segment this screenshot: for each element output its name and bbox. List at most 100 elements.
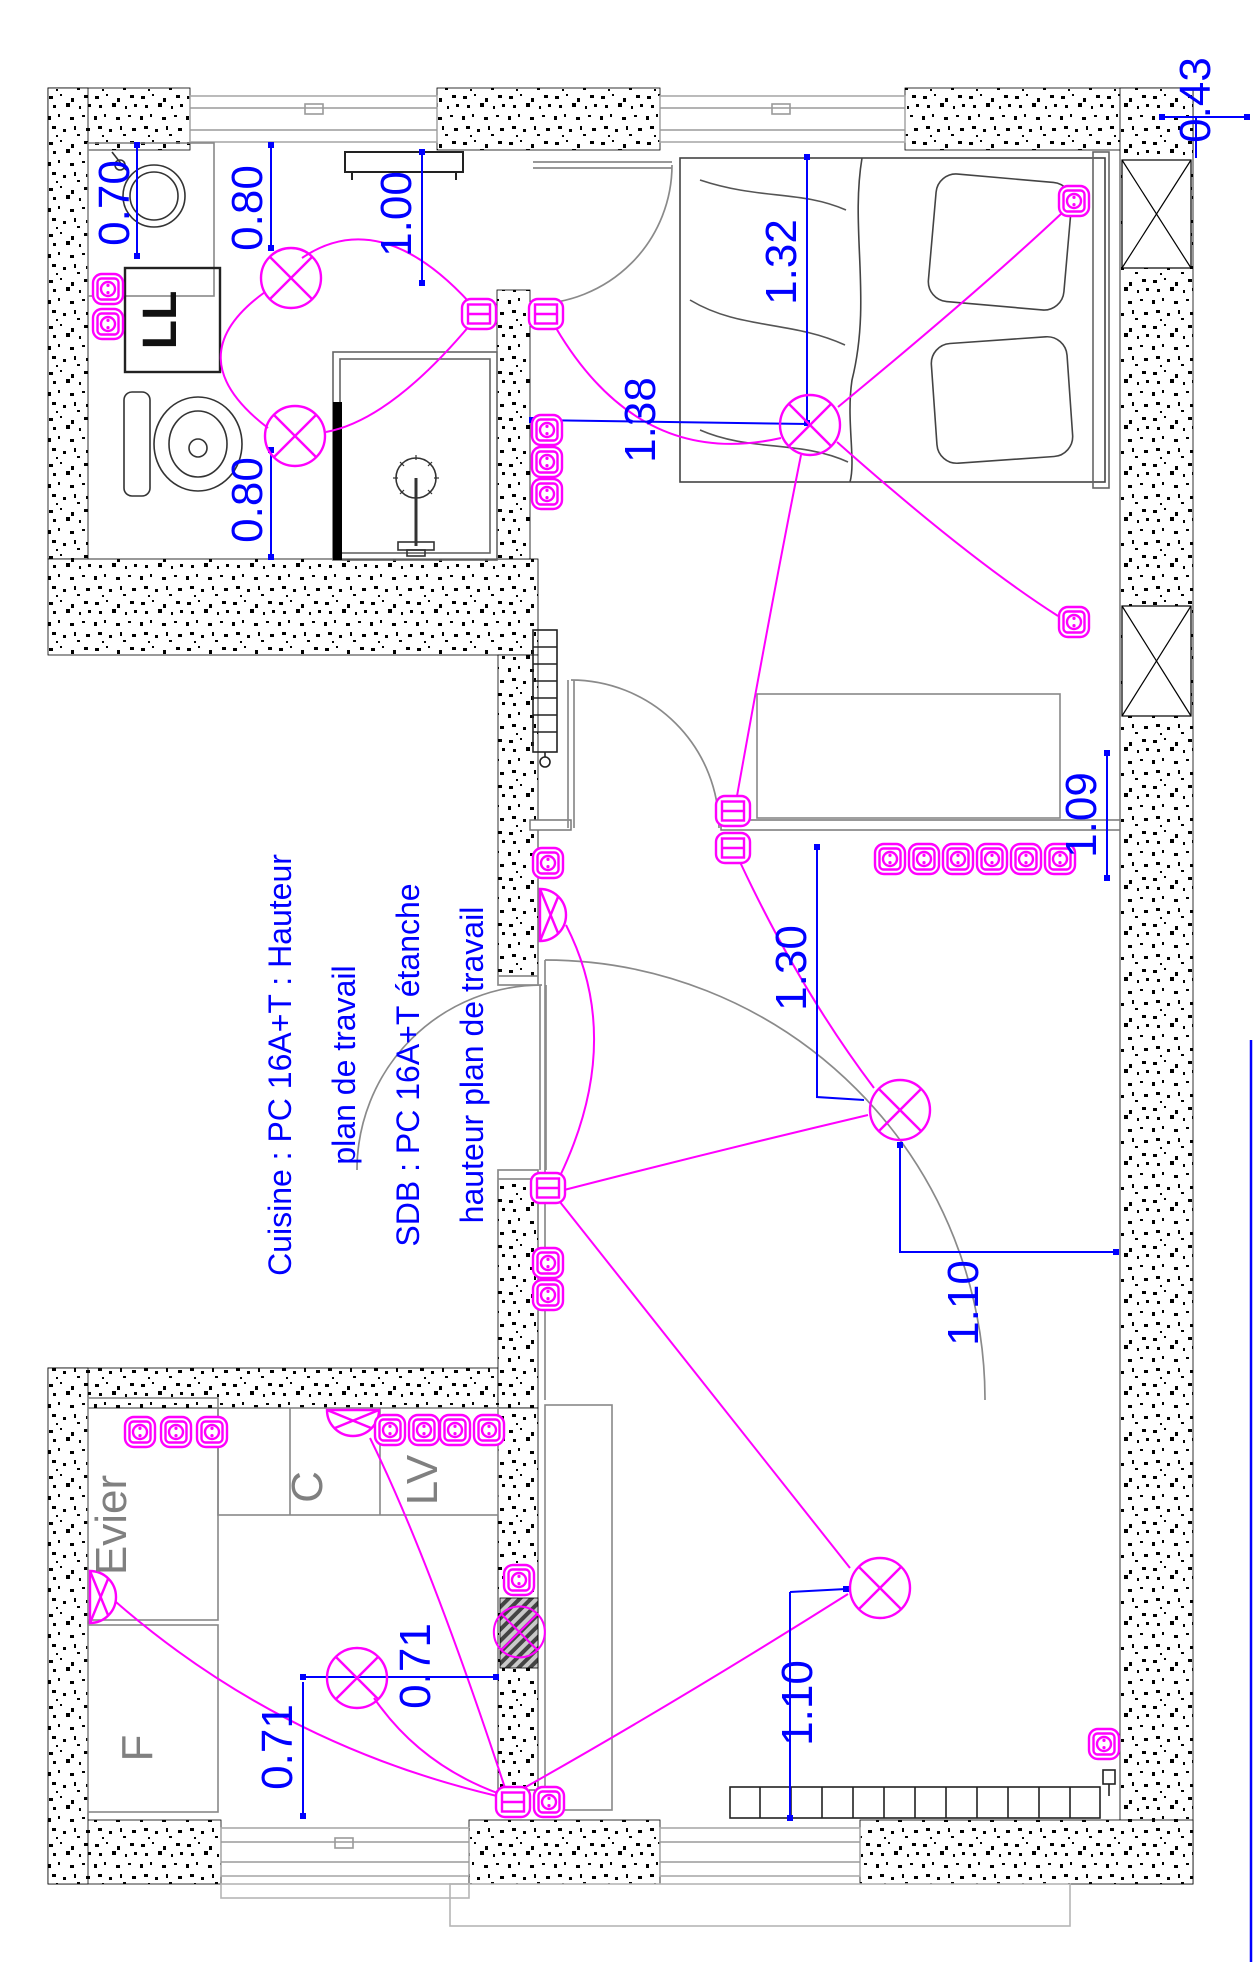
glass-blocks <box>1121 159 1192 717</box>
dim-bathlight-top <box>268 142 274 251</box>
socket-kitchen-3 <box>195 1415 229 1449</box>
wall-bottom-3 <box>859 1819 1194 1885</box>
dim-label-080b: 0.80 <box>223 457 272 543</box>
socket-kitchen-1 <box>123 1415 157 1449</box>
socket-living-row-5 <box>1009 842 1043 876</box>
dim-livlight-to-wall <box>897 1142 1119 1255</box>
annotation-line-3: SDB : PC 16A+T étanche <box>390 883 426 1246</box>
label-washing-machine: LL <box>134 291 187 350</box>
dim-bedroom-wall <box>1104 750 1110 881</box>
label-dishwasher: LV <box>398 1454 447 1505</box>
dim-label-130: 1.30 <box>767 925 816 1011</box>
socket-living-row-4 <box>975 842 1009 876</box>
arc-bathlight1-light2 <box>219 291 269 429</box>
annotation-line-4: hauteur plan de travail <box>454 907 490 1224</box>
door-entrance <box>356 975 547 1180</box>
arc-bedlight-socket-top <box>837 212 1063 408</box>
bathroom-radiator <box>344 151 464 180</box>
socket-bathroom-2 <box>91 307 125 341</box>
socket-kitchen-lv-2 <box>472 1413 506 1447</box>
wall-top-2 <box>436 87 661 151</box>
kitchen-counters <box>87 1397 613 1813</box>
toilet <box>123 391 243 497</box>
ceiling-light-bedroom <box>778 393 842 457</box>
bathroom-vanity <box>87 142 215 297</box>
switch-entrance <box>529 1171 567 1205</box>
arc-bedlight-socket-mid <box>836 441 1059 617</box>
socket-living-row-3 <box>941 842 975 876</box>
socket-kitchen-cooker-2 <box>407 1413 441 1447</box>
socket-living-row-1 <box>873 842 907 876</box>
socket-entrance-2 <box>531 1278 565 1312</box>
socket-kitchen-bottom <box>532 1785 566 1819</box>
dim-label-132: 1.32 <box>757 219 806 305</box>
arc-kitswitch-kitlight <box>373 1697 501 1795</box>
wall-light-kitchen-left <box>88 1569 118 1625</box>
dim-label-110a: 1.10 <box>939 1260 988 1346</box>
dim-label-043: 0.43 <box>1171 57 1220 143</box>
living-radiator <box>729 1769 1116 1819</box>
wall-kitchen-top <box>47 1367 499 1409</box>
annotation-line-1: Cuisine : PC 16A+T : Hauteur <box>262 854 298 1276</box>
annotation-line-2: plan de travail <box>326 965 362 1164</box>
ceiling-light-bathroom-1 <box>259 246 323 310</box>
arc-kitswitch-walllight-left <box>115 1601 498 1797</box>
arc-bedswitch-bedlight <box>555 327 782 445</box>
bed <box>679 151 1110 489</box>
dim-bathlight-bottom <box>268 447 274 560</box>
wall-light-hall <box>538 887 568 943</box>
arc-entswitch-livlight1 <box>563 1114 869 1191</box>
arc-bathswitch-light2 <box>325 324 471 433</box>
dim-label-080a: 0.80 <box>223 165 272 251</box>
wall-light-kitchen-top <box>325 1408 381 1438</box>
circuit-arcs <box>115 212 1063 1797</box>
windows <box>189 95 1071 1927</box>
wall-left-bathroom <box>47 87 89 560</box>
arc-divswitch-bedlight <box>736 454 802 797</box>
window-sill <box>220 1883 470 1899</box>
dim-label-138: 1.38 <box>616 377 665 463</box>
dim-glass-offset <box>1159 114 1250 158</box>
socket-bedroom-spine-3 <box>530 477 564 511</box>
wall-spine-1 <box>496 289 531 560</box>
glass-block-top <box>1121 159 1192 269</box>
door-bedroom-living <box>567 679 720 829</box>
dimensions <box>134 114 1250 1821</box>
dim-label-071b: 0.71 <box>391 1623 440 1709</box>
texts: 0.70 0.80 0.80 1.00 1.32 1.38 0.43 1.09 … <box>87 57 1220 1790</box>
door-bedroom <box>532 161 673 305</box>
furniture <box>87 142 1116 1819</box>
window-bottom-kitchen <box>220 1827 470 1877</box>
window-top-right <box>659 95 906 143</box>
socket-entrance-1 <box>531 1246 565 1280</box>
switch-bedroom <box>527 297 565 331</box>
walls <box>47 87 1194 1885</box>
dim-bedlight-horizontal <box>529 417 809 425</box>
arc-kitswitch-livlight2 <box>523 1593 849 1789</box>
annotation-block: Cuisine : PC 16A+T : Hauteur plan de tra… <box>262 854 490 1276</box>
shower <box>332 351 498 561</box>
window-bottom-living <box>659 1827 861 1877</box>
wall-bathroom-bottom <box>47 558 539 656</box>
doors <box>356 161 986 1401</box>
socket-bathroom-1 <box>91 272 125 306</box>
switch-living-divider <box>714 831 752 865</box>
socket-bedroom-right-top <box>1057 184 1091 218</box>
label-cooker: C <box>283 1471 332 1503</box>
ceiling-light-bathroom-2 <box>263 404 327 468</box>
dim-label-100: 1.00 <box>372 171 421 257</box>
socket-hall <box>531 846 565 880</box>
arc-entswitch-halllight <box>559 924 596 1177</box>
arc-divswitch-livlight1 <box>739 861 875 1089</box>
dim-entry-light <box>787 1586 849 1821</box>
socket-kitchen-2 <box>159 1415 193 1449</box>
socket-bedroom-spine-1 <box>530 413 564 447</box>
dim-livlight-from-wall <box>814 844 865 1101</box>
wardrobe <box>756 693 1061 819</box>
dim-sink <box>134 142 140 259</box>
hall-radiator <box>532 629 558 768</box>
socket-bedroom-spine-2 <box>530 445 564 479</box>
ceiling-light-living-1 <box>868 1078 932 1142</box>
wall-right <box>1119 87 1194 1885</box>
